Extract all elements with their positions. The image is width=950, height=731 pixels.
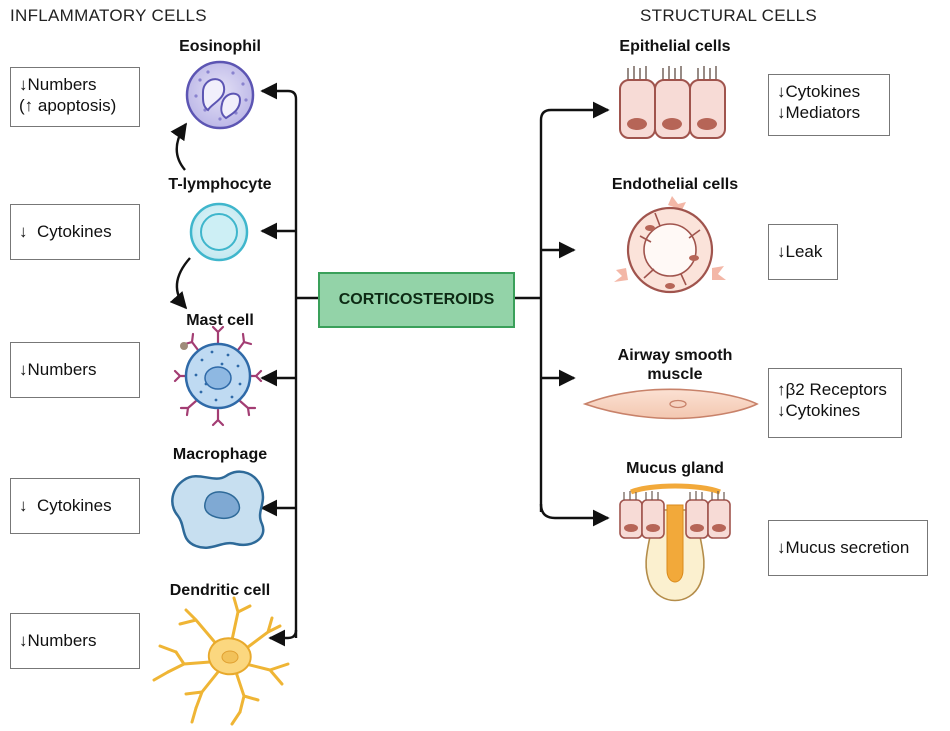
eosinophil-label: Eosinophil [179, 38, 261, 55]
mucus-gland-label: Mucus gland [626, 460, 724, 477]
macrophage-effect-box: ↓ Cytokines [10, 478, 140, 534]
mast-cell-illustration [173, 325, 263, 427]
smooth-muscle-effect-box: ↑β2 Receptors ↓Cytokines [768, 368, 902, 438]
mast-cell-label: Mast cell [186, 312, 254, 329]
epithelial-effect-line-2: ↓Mediators [777, 103, 861, 122]
eosinophil-illustration [185, 60, 255, 130]
left-connector-lines [169, 82, 318, 647]
dendritic-cell-illustration [152, 596, 290, 726]
airway-smooth-muscle-label-line-2: muscle [647, 366, 703, 383]
dendritic-cell-effect-box: ↓Numbers [10, 613, 140, 669]
endothelial-cells-illustration [614, 196, 726, 294]
airway-smooth-muscle-label-line-1: Airway smooth [617, 347, 733, 364]
right-connector-lines [515, 101, 610, 527]
t-lymphocyte-illustration [189, 202, 249, 262]
eosinophil-effect-line-2: (↑ apoptosis) [19, 96, 117, 115]
corticosteroids-box: CORTICOSTEROIDS [318, 272, 515, 328]
airway-smooth-muscle-illustration [582, 388, 759, 420]
endothelial-cells-label: Endothelial cells [611, 176, 739, 193]
t-lymphocyte-label: T-lymphocyte [168, 176, 272, 193]
macrophage-illustration [171, 470, 265, 549]
eosinophil-effect-box: ↓Numbers (↑ apoptosis) [10, 67, 140, 127]
epithelial-cells-illustration [619, 66, 726, 139]
dendritic-cell-label: Dendritic cell [169, 582, 271, 599]
macrophage-label: Macrophage [172, 446, 268, 463]
airway-smooth-muscle-label: Airway smooth muscle [590, 346, 760, 384]
endothelial-effect-box: ↓Leak [768, 224, 838, 280]
epithelial-effect-box: ↓Cytokines ↓Mediators [768, 74, 890, 136]
epithelial-effect-line-1: ↓Cytokines [777, 82, 861, 101]
mast-cell-effect-line: ↓Numbers [19, 360, 97, 379]
mast-cell-effect-box: ↓Numbers [10, 342, 140, 398]
structural-cells-header: STRUCTURAL CELLS [640, 6, 818, 25]
endothelial-effect-line: ↓Leak [777, 242, 823, 261]
mucus-gland-effect-line: ↓Mucus secretion [777, 538, 910, 557]
t-lymphocyte-effect-box: ↓ Cytokines [10, 204, 140, 260]
macrophage-effect-line: ↓ Cytokines [19, 496, 112, 515]
inflammatory-cells-header: INFLAMMATORY CELLS [10, 6, 207, 25]
epithelial-cells-label: Epithelial cells [619, 38, 731, 55]
dendritic-cell-effect-line: ↓Numbers [19, 631, 97, 650]
smooth-muscle-effect-line-1: ↑β2 Receptors [777, 380, 887, 399]
mucus-gland-effect-box: ↓Mucus secretion [768, 520, 928, 576]
t-lymphocyte-effect-line: ↓ Cytokines [19, 222, 112, 241]
eosinophil-effect-line-1: ↓Numbers [19, 75, 97, 94]
mucus-gland-illustration [619, 483, 731, 602]
smooth-muscle-effect-line-2: ↓Cytokines [777, 401, 861, 420]
